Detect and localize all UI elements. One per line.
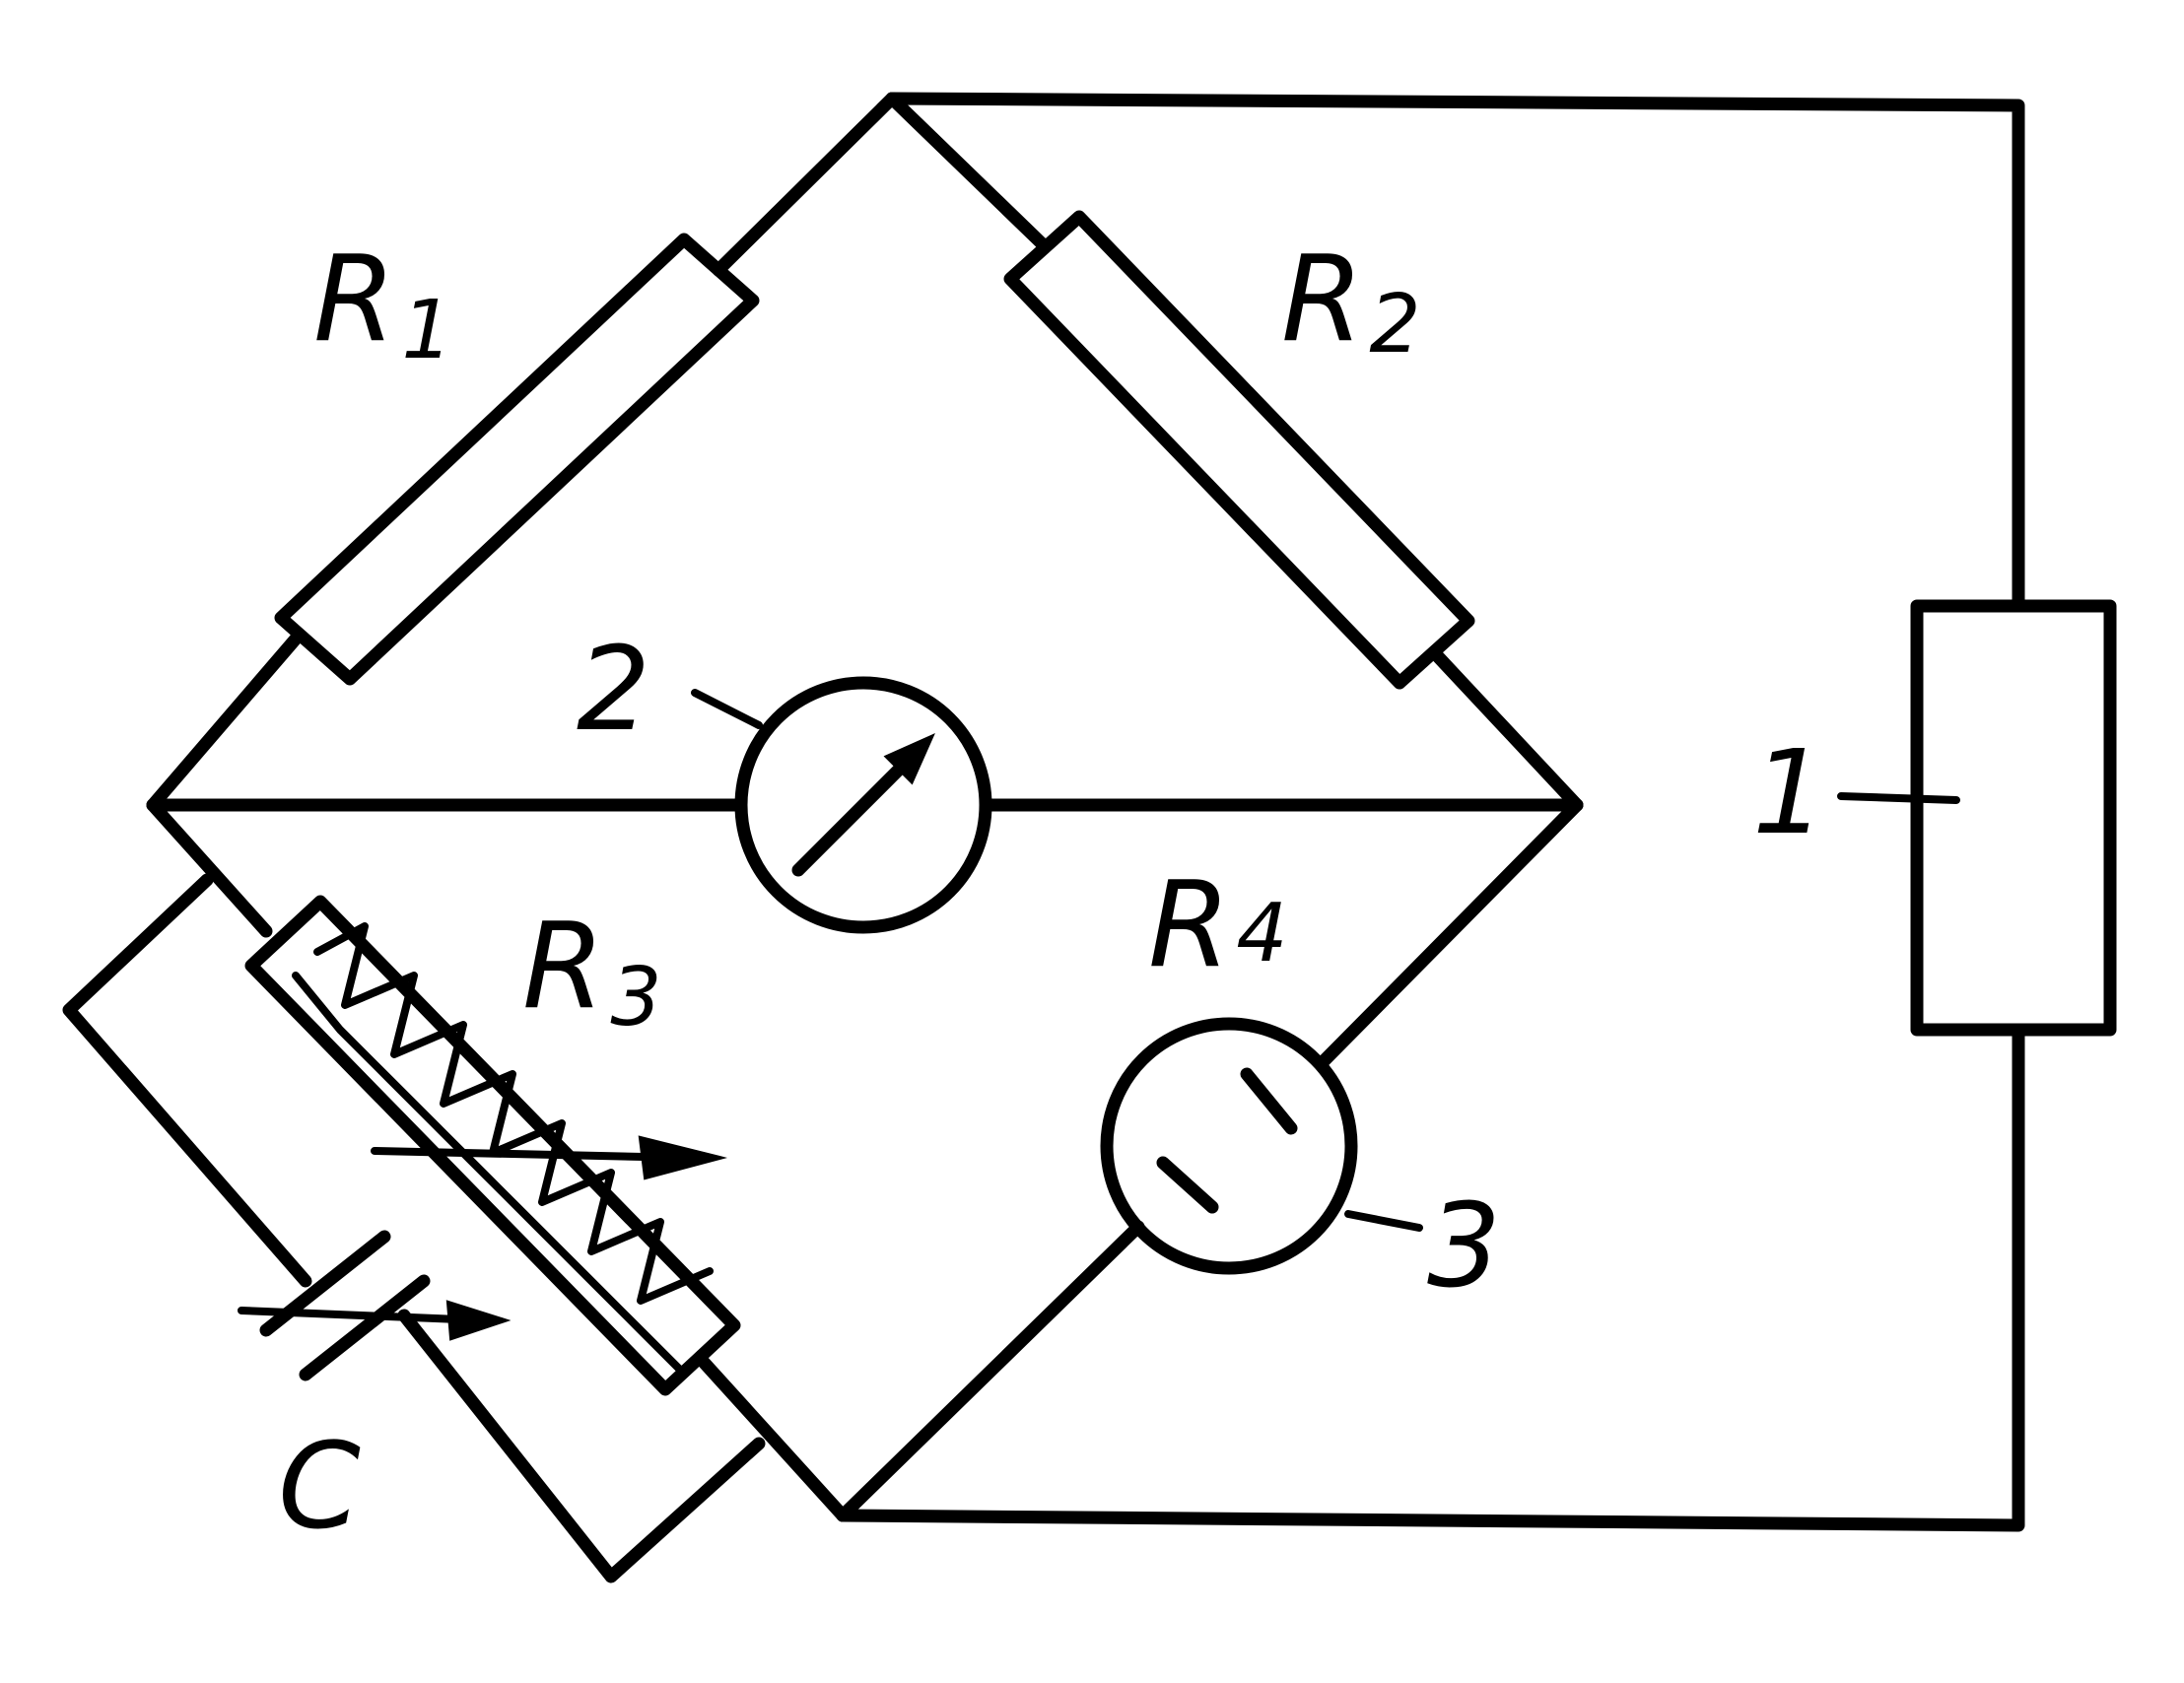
supply-resistor-1 xyxy=(1910,599,2117,1037)
lamp-element-lower xyxy=(1156,1156,1219,1214)
label-2: 2 xyxy=(577,621,650,757)
resistor-r2 xyxy=(1003,210,1475,690)
label-1: 1 xyxy=(1752,724,1826,860)
capacitor-adjust-arrow-icon xyxy=(445,1300,512,1341)
galvanometer-leader-line xyxy=(691,689,763,729)
label-r4: R4 xyxy=(1148,857,1288,994)
wire-c-branch-lower xyxy=(397,1309,766,1583)
label-r3: R3 xyxy=(522,899,662,1044)
label-r2: R2 xyxy=(1281,232,1421,371)
wire-left-to-r1 xyxy=(146,630,305,812)
wire-c-branch xyxy=(62,873,312,1288)
photoresistor-hatching xyxy=(292,922,714,1374)
capacitor-adjust-arrow-shaft xyxy=(238,1307,487,1324)
galvanometer-needle xyxy=(791,745,923,877)
light-arrow-shaft xyxy=(371,1147,694,1162)
wire-r4-to-bottom xyxy=(836,1220,1145,1522)
wire-r1-to-top xyxy=(712,92,899,277)
wire-top-to-supply xyxy=(885,92,2025,613)
lamp-r4 xyxy=(1100,1017,1358,1275)
supply-tap-line xyxy=(1837,792,1960,804)
label-3: 3 xyxy=(1427,1178,1501,1313)
photoresistor-r3 xyxy=(244,895,741,1396)
label-r1: R1 xyxy=(313,232,453,377)
lamp-element-upper xyxy=(1240,1067,1298,1135)
capacitor-plate-2 xyxy=(299,1274,431,1381)
wire-supply-to-bottom xyxy=(836,1023,2025,1532)
galvanometer-2 xyxy=(734,676,992,934)
resistor-r1 xyxy=(274,233,760,686)
wire-top-to-r2 xyxy=(885,92,1052,253)
wire-r2-to-right xyxy=(1427,645,1584,812)
galvanometer-arrowhead-icon xyxy=(883,733,935,785)
wire-right-to-r4 xyxy=(1314,798,1584,1071)
wire-r3-to-bottom xyxy=(693,1351,850,1522)
label-c: C xyxy=(278,1419,361,1556)
light-arrow-icon xyxy=(638,1135,727,1180)
lamp-leader-line xyxy=(1344,1210,1423,1232)
wire-left-to-r3 xyxy=(146,798,273,938)
